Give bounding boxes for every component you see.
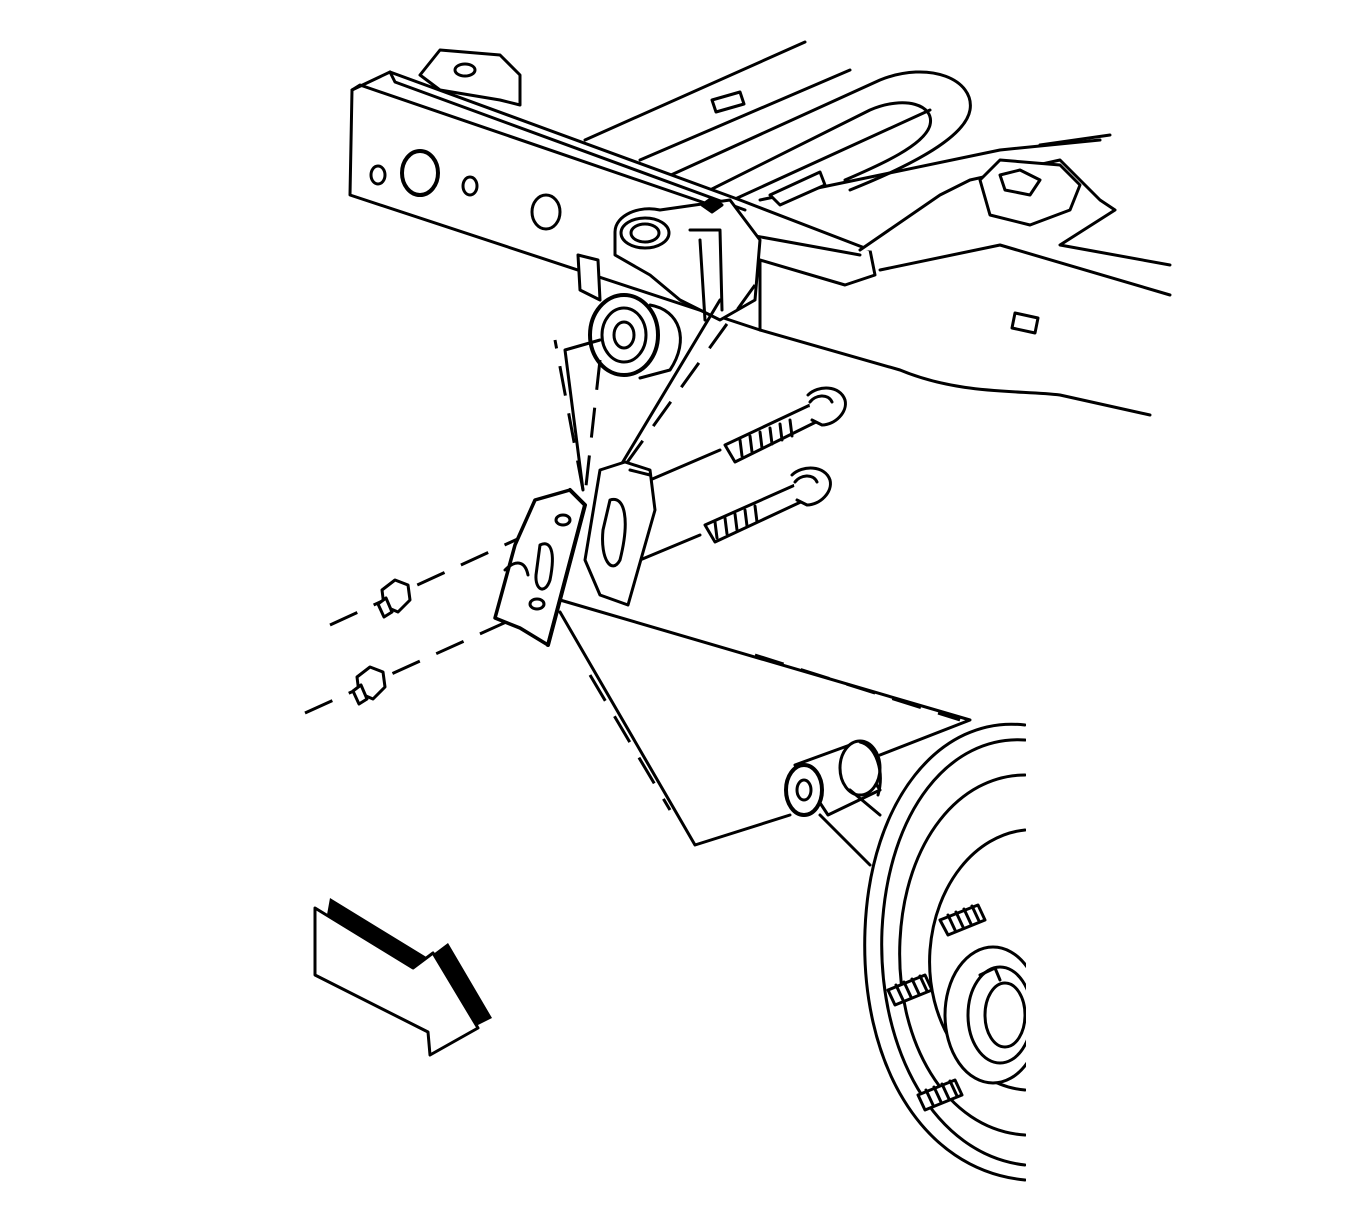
upper-nut bbox=[376, 578, 412, 619]
lower-bolt bbox=[703, 466, 832, 544]
frame-bushing bbox=[576, 196, 762, 380]
wheel-studs bbox=[886, 903, 987, 1112]
axle-bushing bbox=[784, 739, 882, 867]
frame-rail bbox=[348, 40, 1172, 417]
link-bracket bbox=[493, 460, 657, 647]
brake-drum-hub bbox=[863, 700, 1086, 1200]
arrow-icon bbox=[313, 898, 492, 1057]
upper-bolt bbox=[723, 386, 847, 464]
lower-nut bbox=[351, 665, 387, 706]
